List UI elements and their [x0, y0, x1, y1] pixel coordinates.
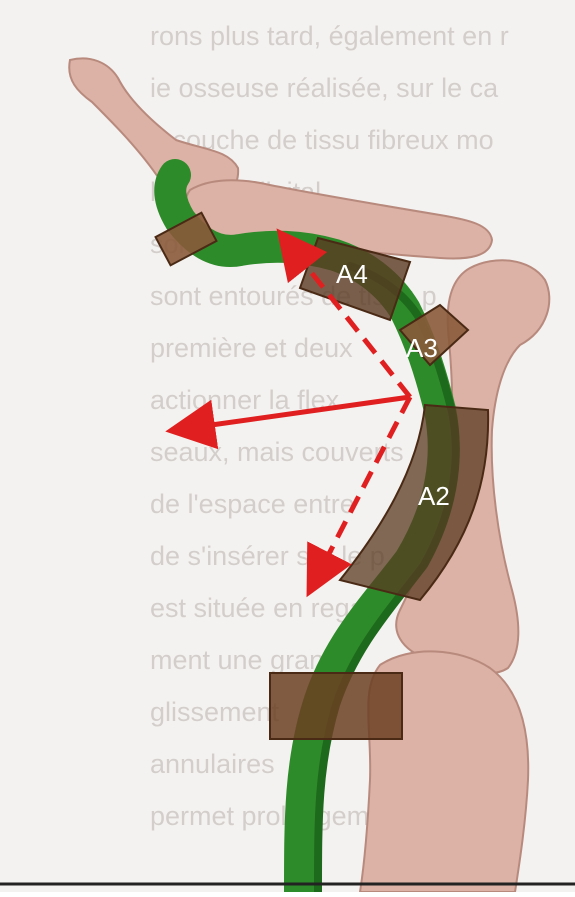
- background-text-line: rons plus tard, également en r: [150, 21, 509, 51]
- label-a4: A4: [336, 259, 368, 289]
- pulley-a1: [270, 673, 402, 739]
- background-text-line: glissement: [150, 697, 280, 727]
- background-text-line: seaux, mais couverts: [150, 437, 404, 467]
- background-text-line: première et deux: [150, 333, 353, 363]
- background-text-line: ie osseuse réalisée, sur le ca: [150, 73, 499, 103]
- label-a2: A2: [418, 481, 450, 511]
- background-text-line: annulaires: [150, 749, 275, 779]
- background-text-line: de l'espace entre: [150, 489, 355, 519]
- label-a3: A3: [406, 333, 438, 363]
